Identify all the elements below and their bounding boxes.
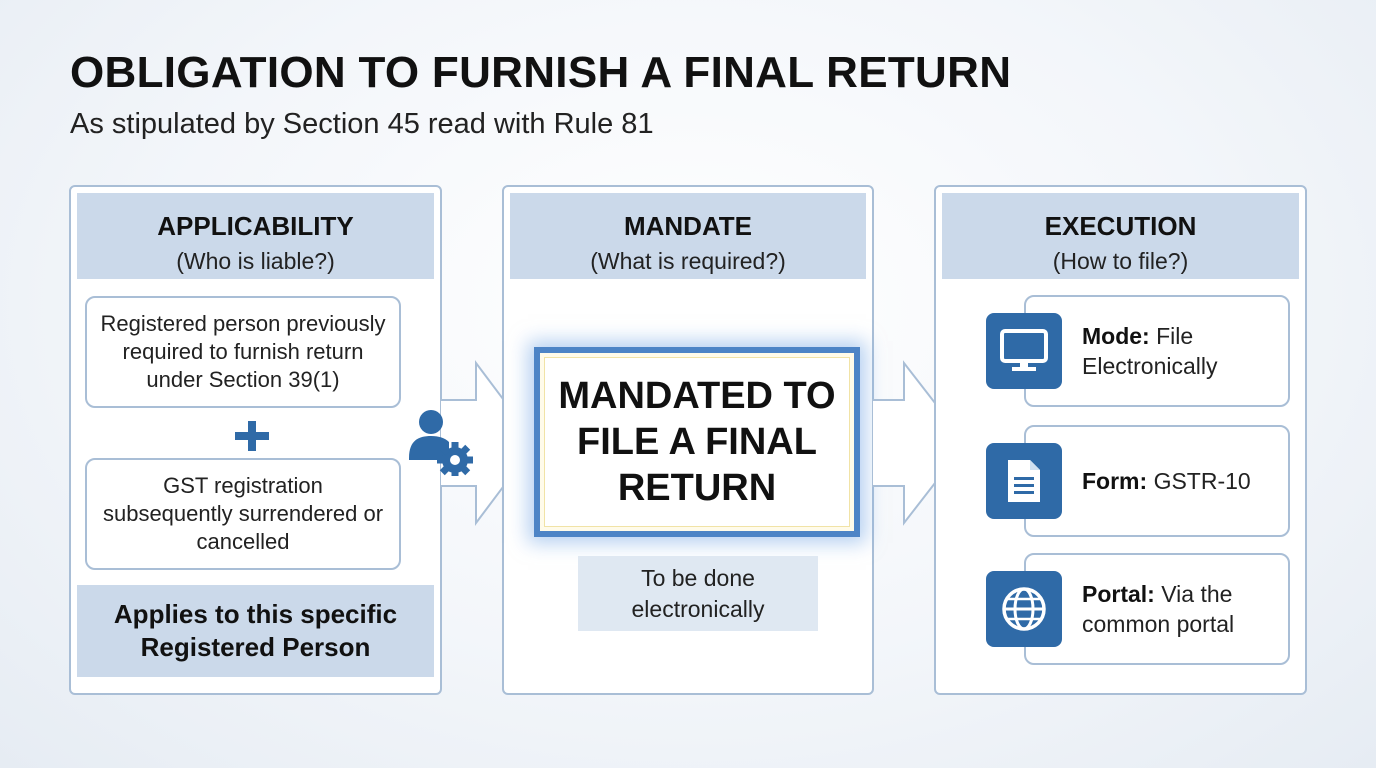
execution-card-form: Form: GSTR-10: [1024, 425, 1290, 537]
condition-2-text: GST registration subsequently surrendere…: [102, 473, 384, 554]
applicability-conclusion: Applies to this specific Registered Pers…: [77, 585, 434, 677]
mandate-note-text: To be done electronically: [631, 564, 765, 622]
page-subtitle: As stipulated by Section 45 read with Ru…: [70, 108, 654, 140]
execution-panel: EXECUTION (How to file?) Mode: File Elec…: [934, 185, 1307, 695]
mode-label: Mode:: [1082, 323, 1150, 349]
applicability-panel: APPLICABILITY (Who is liable?) Registere…: [69, 185, 442, 695]
portal-value: Via the common portal: [1082, 581, 1235, 637]
condition-1-text: Registered person previously required to…: [100, 311, 386, 392]
mandate-question: (What is required?): [590, 248, 786, 274]
execution-item-form: Form: GSTR-10: [986, 425, 1290, 537]
execution-card-mode: Mode: File Electronically: [1024, 295, 1290, 407]
applicability-conclusion-text: Applies to this specific Registered Pers…: [113, 599, 398, 662]
plus-icon: [235, 421, 269, 451]
condition-card-previous-return: Registered person previously required to…: [85, 296, 401, 408]
condition-card-registration-cancelled: GST registration subsequently surrendere…: [85, 458, 401, 570]
document-icon: [986, 443, 1062, 519]
form-label: Form:: [1082, 468, 1148, 494]
applicability-header: APPLICABILITY (Who is liable?): [77, 193, 434, 279]
globe-icon: [986, 571, 1062, 647]
mandate-note: To be done electronically: [578, 556, 818, 631]
mandate-heading: MANDATE: [623, 211, 753, 241]
mode-value: File Electronically: [1082, 323, 1218, 379]
form-value: GSTR-10: [1153, 468, 1251, 494]
person-gear-icon: [409, 410, 473, 476]
execution-header: EXECUTION (How to file?): [942, 193, 1299, 279]
mandate-header: MANDATE (What is required?): [510, 193, 866, 279]
mandate-panel: MANDATE (What is required?) MANDATED TO …: [502, 185, 874, 695]
portal-label: Portal:: [1082, 581, 1155, 607]
execution-heading: EXECUTION: [1044, 211, 1197, 241]
execution-card-portal: Portal: Via the common portal: [1024, 553, 1290, 665]
page-title: OBLIGATION TO FURNISH A FINAL RETURN: [70, 48, 1012, 97]
mandate-requirement: MANDATED TO FILE A FINAL RETURN: [544, 357, 850, 527]
execution-question: (How to file?): [1052, 248, 1189, 274]
monitor-icon: [986, 313, 1062, 389]
applicability-heading: APPLICABILITY: [157, 211, 354, 241]
mandate-highlight-box: MANDATED TO FILE A FINAL RETURN: [534, 347, 860, 537]
execution-item-mode: Mode: File Electronically: [986, 295, 1290, 407]
execution-item-portal: Portal: Via the common portal: [986, 553, 1290, 665]
applicability-question: (Who is liable?): [176, 248, 335, 274]
